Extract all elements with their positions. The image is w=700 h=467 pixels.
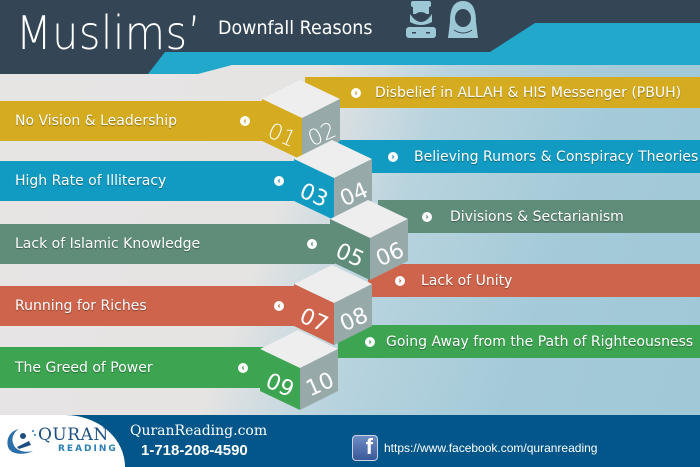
logo-sub-text: READING	[58, 444, 118, 454]
page-subtitle: Downfall Reasons	[218, 17, 373, 39]
quran-reading-logo-icon	[7, 429, 36, 454]
reason-06-label: Divisions & Sectarianism	[450, 208, 624, 225]
reason-06-band: › Divisions & Sectarianism	[378, 200, 700, 233]
reason-10-label: Going Away from the Path of Righteousnes…	[386, 333, 694, 350]
reason-05-band: Lack of Islamic Knowledge ‹	[0, 224, 335, 264]
cube-05-06: 05 06	[330, 200, 420, 300]
footer: QURAN READING QuranReading.com 1-718-208…	[0, 415, 700, 467]
chevron-left-icon: ‹	[238, 362, 248, 373]
reason-07-label: Running for Riches	[15, 298, 147, 314]
chevron-right-icon: ›	[395, 275, 405, 286]
reason-02-label: Disbelief in ALLAH & HIS Messenger (PBUH…	[375, 84, 682, 101]
reason-01-label: No Vision & Leadership	[15, 113, 178, 129]
reason-02-band: › Disbelief in ALLAH & HIS Messenger (PB…	[305, 77, 700, 108]
chevron-left-icon: ‹	[240, 116, 250, 126]
reason-04-label: Believing Rumors & Conspiracy Theories	[414, 148, 699, 165]
reason-08-band: › Lack of Unity	[368, 264, 700, 297]
cube-09-10: 09 10	[260, 330, 350, 430]
facebook-url-link[interactable]: https://www.facebook.com/quranreading	[384, 441, 598, 455]
chevron-left-icon: ‹	[274, 176, 284, 186]
header: Muslims’ Downfall Reasons	[0, 0, 700, 80]
reason-10-band: › Going Away from the Path of Righteousn…	[338, 325, 700, 358]
chevron-right-icon: ›	[351, 87, 361, 98]
cube-03-04: 03 04	[294, 140, 384, 240]
reason-09-label: The Greed of Power	[15, 359, 153, 376]
logo-main-text: QURAN	[38, 425, 109, 445]
chevron-right-icon: ›	[365, 336, 375, 347]
reason-05-label: Lack of Islamic Knowledge	[15, 236, 201, 252]
reason-01-band: No Vision & Leadership ‹	[0, 101, 270, 141]
cube-01-02: 01 02	[262, 80, 352, 180]
reason-03-label: High Rate of Illiteracy	[15, 173, 167, 189]
chevron-left-icon: ‹	[307, 239, 317, 249]
chevron-right-icon: ›	[422, 211, 432, 222]
man-figure-icon	[406, 1, 436, 38]
header-background	[0, 0, 700, 74]
reason-07-band: Running for Riches ‹	[0, 286, 300, 326]
chevron-left-icon: ‹	[274, 301, 284, 311]
chevron-right-icon: ›	[388, 151, 398, 162]
cube-07-08: 07 08	[294, 265, 384, 365]
logo-area: QURAN READING	[0, 415, 125, 467]
website-link[interactable]: QuranReading.com	[130, 423, 268, 439]
facebook-icon[interactable]: f	[352, 435, 378, 461]
reason-03-band: High Rate of Illiteracy ‹	[0, 161, 300, 201]
page-title: Muslims’	[16, 6, 202, 60]
reason-04-band: › Believing Rumors & Conspiracy Theories	[338, 140, 700, 173]
reason-08-label: Lack of Unity	[421, 272, 513, 289]
phone-number: 1-718-208-4590	[141, 442, 248, 459]
reason-09-band: The Greed of Power ‹	[0, 347, 265, 388]
woman-hijab-figure-icon	[448, 1, 478, 38]
